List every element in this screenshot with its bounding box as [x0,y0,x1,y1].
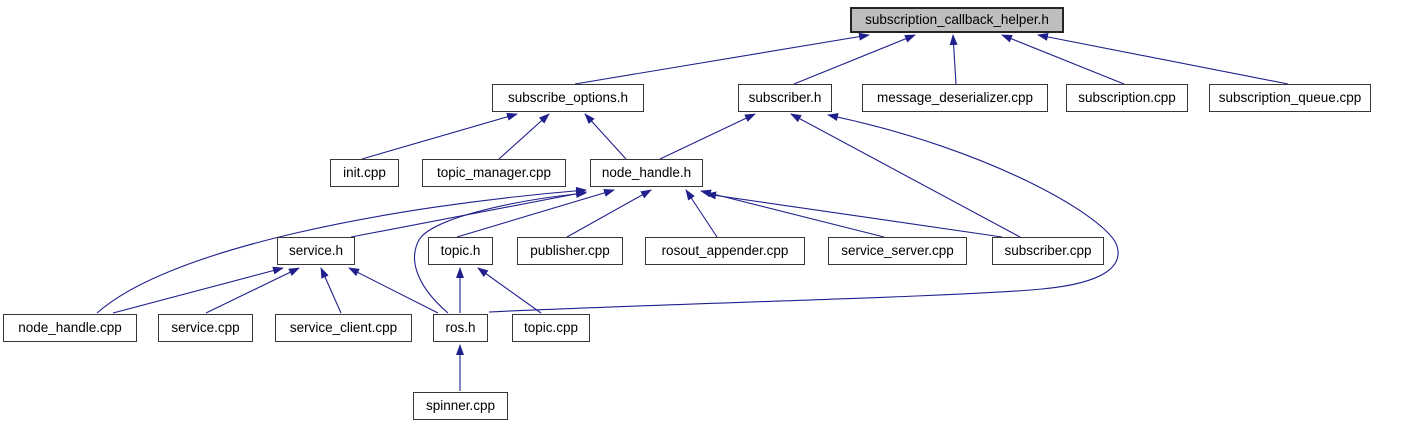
edge-subscription_queue_cpp-to-subscription_callback_helper_h [1037,32,1289,85]
edge-subscription_cpp-to-subscription_callback_helper_h [1001,34,1125,85]
graph-node-topic_manager_cpp[interactable]: topic_manager.cpp [422,159,566,187]
edge-ros_h-to-subscriber_h [488,113,1119,313]
edge-topic_cpp-to-topic_h [477,267,542,314]
edge-publisher_cpp-to-node_handle_h [566,189,652,238]
graph-node-subscription_cpp[interactable]: subscription.cpp [1066,84,1188,112]
edge-subscriber_h-to-subscription_callback_helper_h [793,34,916,85]
edge-node_handle_h-to-subscribe_options_h [584,113,627,160]
edge-ros_h-to-node_handle_h [414,190,587,314]
edge-subscribe_options_h-to-subscription_callback_helper_h [574,32,870,85]
graph-node-subscribe_options_h[interactable]: subscribe_options.h [492,84,644,112]
graph-node-node_handle_cpp[interactable]: node_handle.cpp [3,314,137,342]
graph-node-subscription_callback_helper_h: subscription_callback_helper.h [850,7,1064,33]
graph-node-publisher_cpp[interactable]: publisher.cpp [517,237,623,265]
edge-node_handle_cpp-to-service_h [112,266,284,314]
graph-node-service_client_cpp[interactable]: service_client.cpp [275,314,412,342]
edge-node_handle_h-to-subscriber_h [659,113,756,160]
graph-node-topic_cpp[interactable]: topic.cpp [512,314,590,342]
edge-rosout_appender_cpp-to-node_handle_h [685,189,718,238]
graph-node-subscription_queue_cpp[interactable]: subscription_queue.cpp [1209,84,1371,112]
graph-node-topic_h[interactable]: topic.h [428,237,493,265]
graph-node-rosout_appender_cpp[interactable]: rosout_appender.cpp [645,237,805,265]
graph-node-service_server_cpp[interactable]: service_server.cpp [828,237,967,265]
graph-node-spinner_cpp[interactable]: spinner.cpp [413,392,508,420]
edge-topic_h-to-node_handle_h [456,189,615,238]
graph-node-node_handle_h[interactable]: node_handle.h [590,159,703,187]
edge-topic_manager_cpp-to-subscribe_options_h [498,113,550,160]
graph-node-service_cpp[interactable]: service.cpp [158,314,253,342]
graph-node-subscriber_h[interactable]: subscriber.h [738,84,832,112]
graph-node-init_cpp[interactable]: init.cpp [330,159,399,187]
edge-subscriber_cpp-to-node_handle_h [705,191,1003,238]
graph-node-service_h[interactable]: service.h [277,237,355,265]
graph-node-subscriber_cpp[interactable]: subscriber.cpp [992,237,1104,265]
graph-node-message_deserializer_cpp[interactable]: message_deserializer.cpp [862,84,1048,112]
edge-service_server_cpp-to-node_handle_h [700,189,885,238]
edge-init_cpp-to-subscribe_options_h [361,112,518,160]
edge-service_cpp-to-service_h [205,267,300,314]
graph-node-ros_h[interactable]: ros.h [433,314,488,342]
edge-message_deserializer_cpp-to-subscription_callback_helper_h [949,34,958,85]
edge-ros_h-to-service_h [348,267,439,314]
edge-node_handle_cpp-to-node_handle_h [96,186,587,314]
edge-service_client_cpp-to-service_h [320,267,342,314]
edge-subscriber_cpp-to-subscriber_h [790,113,1021,238]
